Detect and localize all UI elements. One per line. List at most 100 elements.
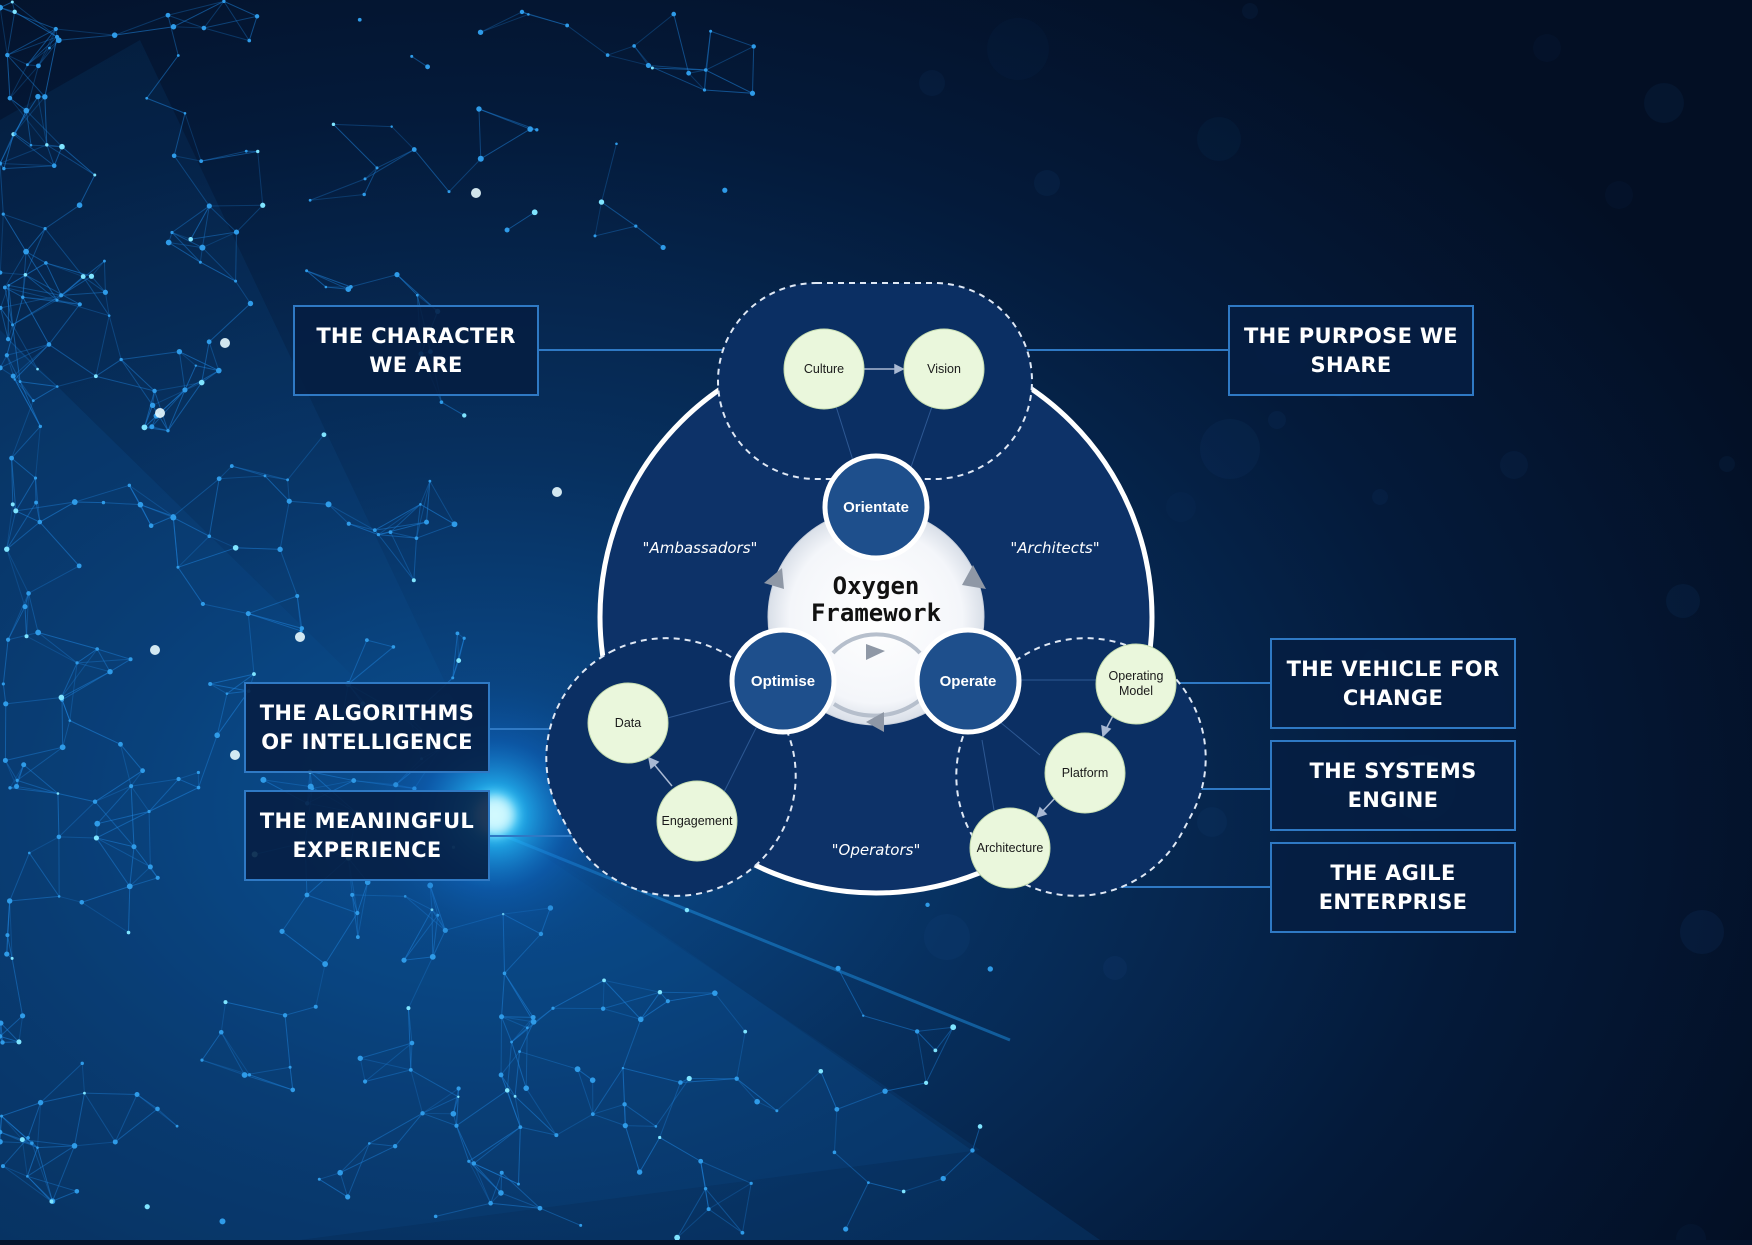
network-node [81, 274, 86, 279]
network-node [93, 173, 96, 176]
network-node [177, 777, 181, 781]
network-node [77, 563, 82, 568]
network-node [836, 966, 841, 971]
network-node [305, 893, 310, 898]
network-node [988, 966, 993, 971]
network-node [915, 1029, 919, 1033]
network-node [145, 1204, 150, 1209]
phase-optimise[interactable]: Optimise [732, 630, 834, 732]
network-node [177, 349, 182, 354]
network-node [16, 1039, 21, 1044]
network-node [750, 91, 755, 96]
network-node [775, 1109, 778, 1112]
bokeh-dot [1605, 181, 1633, 209]
network-node [217, 476, 222, 481]
network-node [401, 958, 406, 963]
phase-operate[interactable]: Operate [917, 630, 1019, 732]
network-node [434, 1215, 438, 1219]
network-node [500, 1171, 504, 1175]
network-node [318, 1178, 321, 1181]
bokeh-dot [919, 70, 945, 96]
network-node [368, 1142, 371, 1145]
network-node [207, 339, 212, 344]
network-link [209, 205, 262, 206]
network-node [142, 424, 148, 430]
network-node [743, 1030, 747, 1034]
network-node [332, 123, 335, 126]
network-node [155, 1107, 160, 1112]
network-node [661, 245, 666, 250]
network-node [834, 1107, 839, 1112]
network-node [390, 125, 392, 127]
network-node [145, 97, 148, 100]
network-node [30, 1141, 34, 1145]
network-link [501, 1017, 502, 1075]
role-operators: "Operators" [832, 841, 921, 859]
network-node [410, 55, 413, 58]
network-node [44, 227, 47, 230]
network-node [410, 1041, 415, 1046]
network-node [523, 1085, 529, 1091]
network-node [503, 972, 507, 976]
network-node [94, 821, 100, 827]
node-vision-label: Vision [927, 362, 961, 376]
network-node [448, 190, 451, 193]
bokeh-dot [1200, 419, 1260, 479]
network-node [514, 1095, 517, 1098]
network-node [26, 591, 31, 596]
network-node [199, 261, 202, 264]
network-node [678, 1080, 683, 1085]
network-node [129, 657, 133, 661]
network-node [350, 893, 354, 897]
network-node [517, 1183, 520, 1186]
callout-systems: THE SYSTEMS ENGINE [1270, 740, 1516, 831]
network-node [575, 1066, 581, 1072]
network-node [170, 231, 173, 234]
network-node [34, 501, 38, 505]
network-node [349, 285, 353, 289]
network-node [941, 1176, 946, 1181]
network-node [843, 1226, 848, 1231]
network-node [38, 1100, 43, 1105]
network-node [634, 224, 637, 227]
bokeh-dot [1666, 584, 1700, 618]
network-node [30, 144, 33, 147]
network-node [420, 1111, 424, 1115]
bokeh-dot [924, 914, 970, 960]
network-node [3, 758, 8, 763]
network-node [42, 94, 47, 99]
phase-orientate[interactable]: Orientate [825, 456, 927, 558]
network-node [527, 126, 533, 132]
network-node [94, 374, 98, 378]
network-node [8, 96, 13, 101]
callout-vehicle: THE VEHICLE FOR CHANGE [1270, 638, 1516, 729]
network-node [709, 30, 712, 33]
network-node [129, 784, 133, 788]
network-node [4, 546, 9, 551]
network-node [419, 503, 422, 506]
network-node [59, 695, 65, 701]
network-node [199, 245, 205, 251]
network-node [538, 1206, 543, 1211]
network-node [226, 692, 229, 695]
network-node [394, 272, 399, 277]
network-node [102, 501, 105, 504]
network-node [5, 933, 9, 937]
network-node [322, 432, 327, 437]
network-node [646, 63, 651, 68]
network-node [704, 68, 708, 72]
network-node [21, 762, 26, 767]
network-node [202, 26, 207, 31]
network-node [219, 1218, 225, 1224]
network-node [94, 835, 99, 840]
network-node [188, 237, 193, 242]
network-node [89, 274, 94, 279]
network-node [658, 990, 662, 994]
network-node [7, 898, 12, 903]
network-node [223, 1000, 227, 1004]
network-node [867, 1181, 870, 1184]
network-node [58, 895, 61, 898]
node-operating-model-label-line1: Operating [1109, 669, 1164, 683]
network-node [651, 67, 654, 70]
role-architects: "Architects" [1010, 539, 1099, 557]
